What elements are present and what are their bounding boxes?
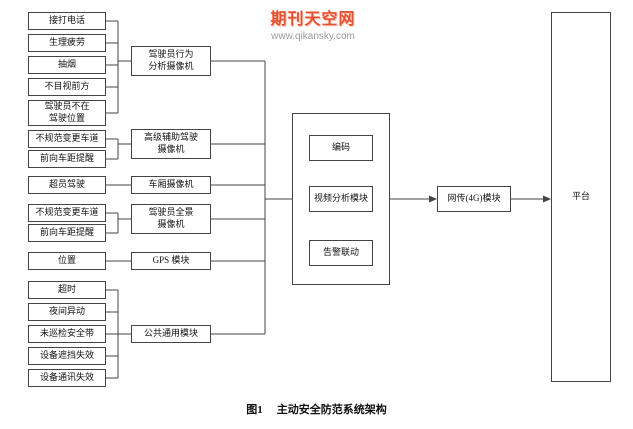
input-box: 超时 [28, 281, 106, 299]
input-box: 夜间异动 [28, 303, 106, 321]
platform-box: 平台 [551, 12, 611, 382]
input-box: 接打电话 [28, 12, 106, 30]
figure-title: 主动安全防范系统架构 [276, 404, 387, 416]
transmission-module-box: 网传(4G)模块 [437, 186, 511, 212]
module-box: 驾驶员全景 摄像机 [131, 204, 211, 234]
input-box: 抽烟 [28, 56, 106, 74]
processing-box: 视频分析模块 [309, 186, 373, 212]
input-box: 未巡检安全带 [28, 325, 106, 343]
processing-box: 告警联动 [309, 240, 373, 266]
input-box: 前向车距提醒 [28, 150, 106, 168]
input-box: 前向车距提醒 [28, 224, 106, 242]
input-box: 不规范变更车道 [28, 204, 106, 222]
module-box: 高级辅助驾驶 摄像机 [131, 129, 211, 159]
watermark-url: www.qikansky.com [271, 31, 355, 42]
module-box: GPS 模块 [131, 252, 211, 270]
watermark-logo: 期刊天空网 [270, 11, 356, 28]
module-box: 车厢摄像机 [131, 176, 211, 194]
figure-number: 图1 [246, 404, 263, 416]
input-box: 设备遮挡失效 [28, 347, 106, 365]
watermark: 期刊天空网 www.qikansky.com [248, 5, 378, 42]
input-box: 不规范变更车道 [28, 130, 106, 148]
figure-caption: 图1 主动安全防范系统架构 [0, 401, 633, 417]
input-box: 超员驾驶 [28, 176, 106, 194]
processing-box: 编码 [309, 135, 373, 161]
input-box: 位置 [28, 252, 106, 270]
input-box: 不目视前方 [28, 78, 106, 96]
input-box: 设备通讯失效 [28, 369, 106, 387]
input-box: 驾驶员不在 驾驶位置 [28, 100, 106, 126]
input-box: 生理疲劳 [28, 34, 106, 52]
module-box: 公共通用模块 [131, 325, 211, 343]
module-box: 驾驶员行为 分析摄像机 [131, 46, 211, 76]
